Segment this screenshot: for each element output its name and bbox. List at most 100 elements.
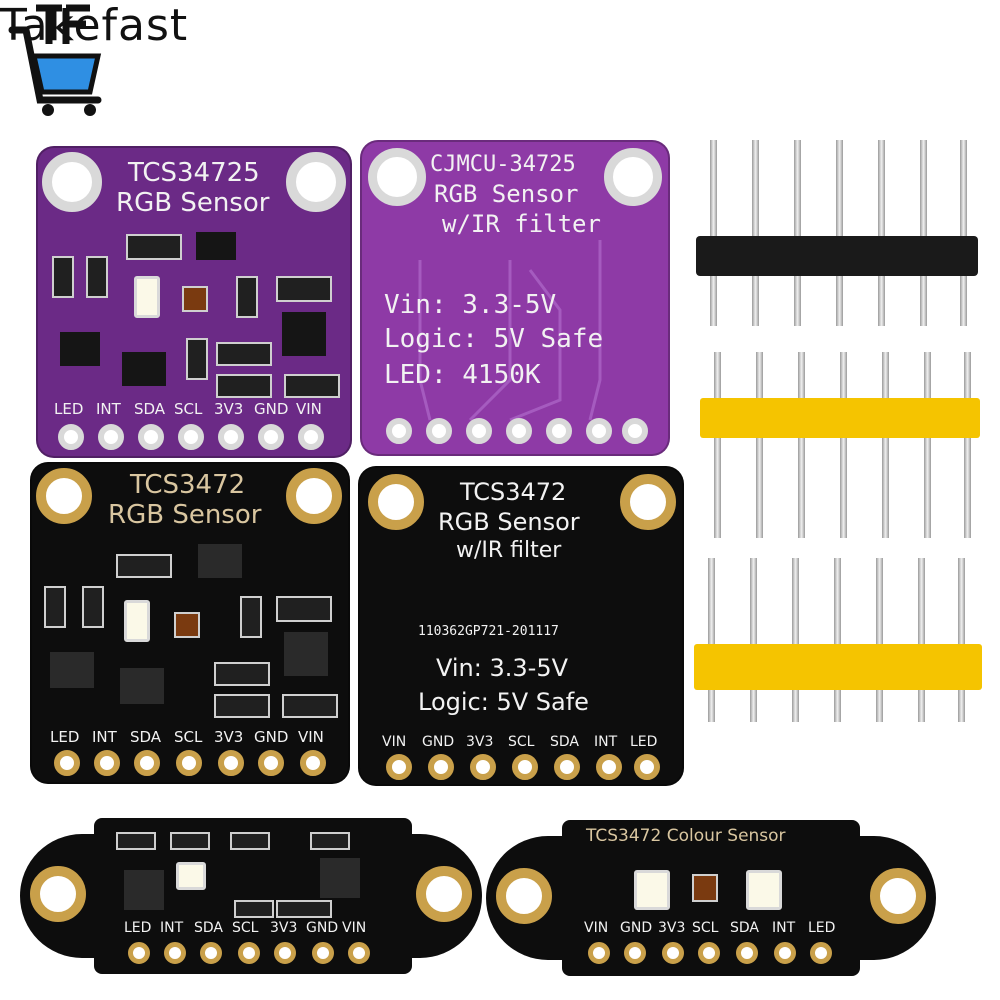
- header-housing: [700, 398, 980, 438]
- board-title: TCS3472: [460, 478, 567, 506]
- pin-label: 3V3: [214, 400, 244, 418]
- pin-label: 3V3: [214, 728, 244, 746]
- resistor: [86, 256, 108, 298]
- header-housing: [696, 236, 978, 276]
- pin-label: INT: [594, 734, 618, 750]
- pin-pad: [298, 424, 324, 450]
- pin-label: VIN: [296, 400, 322, 418]
- pin-label: SDA: [550, 734, 579, 750]
- pin-pad: [426, 418, 452, 444]
- pin-pad: [586, 418, 612, 444]
- board-title: TCS3472: [130, 470, 246, 500]
- resistor: [116, 832, 156, 850]
- board-tcs3472-back: TCS3472 RGB Sensor w/IR filter 110362GP7…: [358, 466, 684, 786]
- capacitor: [282, 694, 338, 718]
- board-subtitle-ir: w/IR filter: [456, 538, 562, 563]
- mount-hole: [620, 474, 676, 530]
- pin-pad: [164, 942, 186, 964]
- pin-pad: [134, 750, 160, 776]
- pin-pad: [258, 750, 284, 776]
- pin-header-black: [696, 140, 982, 330]
- board-title: TCS34725: [128, 158, 260, 188]
- mount-hole: [30, 866, 86, 922]
- capacitor: [216, 374, 272, 398]
- white-led: [176, 862, 206, 890]
- resistor: [52, 256, 74, 298]
- regulator-chip: [282, 312, 326, 356]
- pin-pad: [58, 424, 84, 450]
- mount-hole: [496, 868, 552, 924]
- pin-label: SCL: [508, 734, 535, 750]
- pin-pad: [98, 424, 124, 450]
- pin-pad: [588, 942, 610, 964]
- resistor: [82, 586, 104, 628]
- pin-pad: [698, 942, 720, 964]
- pin-pad: [128, 942, 150, 964]
- pin-label: 3V3: [270, 920, 298, 936]
- capacitor: [214, 694, 270, 718]
- color-sensor-chip: [182, 286, 208, 312]
- pin-pad: [736, 942, 758, 964]
- pin-pad: [348, 942, 370, 964]
- resistor: [44, 586, 66, 628]
- pin-label: INT: [96, 400, 121, 418]
- resistor: [126, 234, 182, 260]
- pin-label: 3V3: [658, 920, 686, 936]
- transistor: [122, 352, 166, 386]
- capacitor: [310, 832, 350, 850]
- capacitor: [276, 900, 332, 918]
- white-led: [746, 870, 782, 910]
- brand-logo: [6, 0, 106, 120]
- mount-hole: [368, 474, 424, 530]
- pin-pad: [386, 418, 412, 444]
- pin-label: LED: [630, 734, 658, 750]
- mount-hole: [604, 148, 662, 206]
- pin-label: GND: [254, 400, 289, 418]
- pin-label: LED: [808, 920, 836, 936]
- mount-hole: [36, 468, 92, 524]
- pin-pad: [258, 424, 284, 450]
- white-led: [124, 600, 150, 642]
- pin-label: GND: [422, 734, 455, 750]
- pin-pad: [94, 750, 120, 776]
- regulator-chip: [320, 858, 360, 898]
- board-bottom-left: LED INT SDA SCL 3V3 GND VIN: [20, 818, 482, 974]
- board-subtitle: RGB Sensor: [116, 188, 270, 218]
- capacitor: [216, 342, 272, 366]
- pin-pad: [200, 942, 222, 964]
- pin-pad: [300, 750, 326, 776]
- pcb-traces: [418, 240, 602, 422]
- spec-led: LED: 4150K: [384, 360, 541, 390]
- white-led: [134, 276, 160, 318]
- pin-label: SCL: [692, 920, 719, 936]
- board-tcs3472-black: TCS3472 RGB Sensor LED INT SDA SCL 3V3 G…: [30, 462, 350, 784]
- mount-hole: [870, 868, 926, 924]
- resistor: [236, 276, 258, 318]
- pin-label: VIN: [342, 920, 367, 936]
- mount-hole: [42, 152, 102, 212]
- mount-hole: [286, 152, 346, 212]
- pin-label: VIN: [382, 734, 407, 750]
- pin-label: SCL: [232, 920, 259, 936]
- pin-pad: [810, 942, 832, 964]
- resistor: [230, 832, 270, 850]
- pin-pad: [470, 754, 496, 780]
- color-sensor-chip: [174, 612, 200, 638]
- white-led: [634, 870, 670, 910]
- transistor: [120, 668, 164, 704]
- pin-pad: [546, 418, 572, 444]
- board-bottom-right: TCS3472 Colour Sensor VIN GND 3V3 SCL SD…: [486, 820, 936, 976]
- spec-vin: Vin: 3.3-5V: [436, 654, 568, 682]
- pin-pad: [218, 424, 244, 450]
- pin-label: GND: [620, 920, 653, 936]
- color-sensor-chip: [692, 874, 718, 902]
- pin-pad: [774, 942, 796, 964]
- pin-label: VIN: [298, 728, 324, 746]
- pin-label: LED: [50, 728, 80, 746]
- pin-label: GND: [306, 920, 339, 936]
- board-serial: 110362GP721-201117: [418, 624, 559, 639]
- resistor: [186, 338, 208, 380]
- pin-pad: [312, 942, 334, 964]
- header-housing: [694, 644, 982, 690]
- pin-pad: [622, 418, 648, 444]
